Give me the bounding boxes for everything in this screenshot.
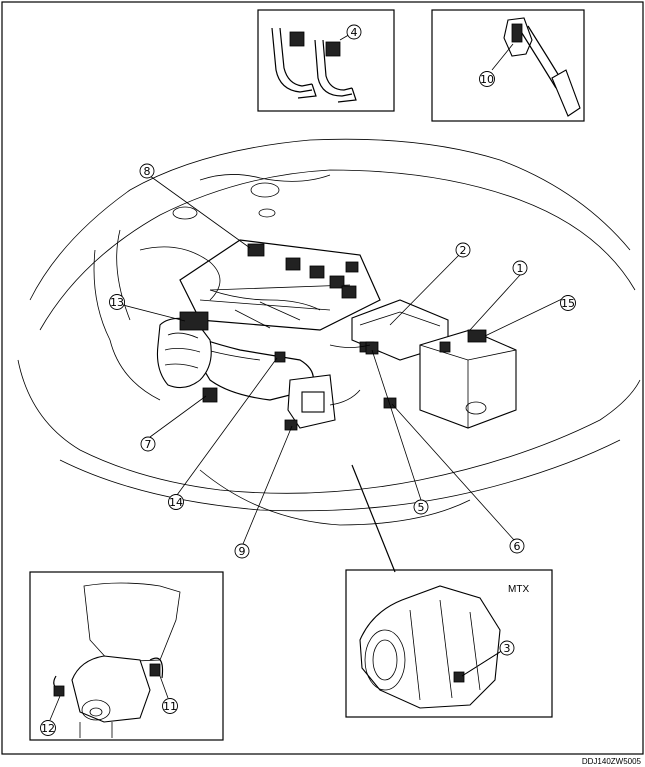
svg-text:3: 3 [504, 642, 511, 655]
svg-text:4: 4 [351, 26, 358, 39]
callout-3: 3 [499, 640, 515, 656]
inset-pedal-frame [431, 9, 585, 122]
svg-text:12: 12 [41, 722, 55, 735]
callout-10: 10 [479, 71, 495, 87]
callout-11: 11 [162, 698, 178, 714]
callout-9: 9 [234, 543, 250, 559]
svg-text:5: 5 [418, 501, 425, 514]
inset-transmission-frame [345, 569, 553, 718]
svg-text:8: 8 [144, 165, 151, 178]
svg-text:7: 7 [145, 438, 152, 451]
inset-sensor-4-frame [257, 9, 395, 112]
leader-lines [122, 175, 565, 677]
callout-2: 2 [455, 242, 471, 258]
inset-wheel-frame [29, 571, 224, 741]
svg-text:11: 11 [163, 700, 177, 713]
transmission-type-label: MTX [508, 584, 529, 595]
svg-text:14: 14 [169, 496, 183, 509]
svg-text:15: 15 [561, 297, 575, 310]
callout-6: 6 [509, 538, 525, 554]
engine-bay-drawing [17, 138, 641, 573]
svg-text:2: 2 [460, 244, 467, 257]
svg-text:6: 6 [514, 540, 521, 553]
inset-accelerator-pedal [431, 9, 585, 122]
inset-wheel-speed-sensor [29, 571, 224, 741]
callout-13: 13 [109, 294, 125, 310]
callout-15: 15 [560, 295, 576, 311]
callout-5: 5 [413, 499, 429, 515]
callout-1: 1 [512, 260, 528, 276]
callout-4: 4 [346, 24, 362, 40]
svg-text:9: 9 [239, 545, 246, 558]
inset-sensor-4 [257, 9, 395, 112]
svg-text:13: 13 [110, 296, 124, 309]
callout-12: 12 [40, 720, 56, 736]
callout-8: 8 [139, 163, 155, 179]
callout-14: 14 [168, 494, 184, 510]
svg-text:1: 1 [517, 262, 524, 275]
svg-text:10: 10 [480, 73, 494, 86]
figure-code: DDJ140ZW5005 [582, 757, 642, 766]
callout-7: 7 [140, 436, 156, 452]
